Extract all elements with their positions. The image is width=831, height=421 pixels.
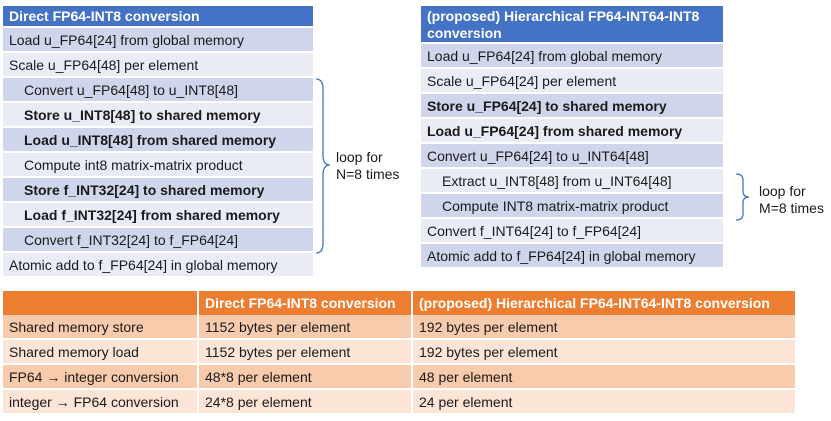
row-label: integer → FP64 conversion (3, 389, 199, 415)
hier-step-atomic-add: Atomic add to f_FP64[24] in global memor… (421, 244, 723, 269)
direct-step-load-int8: Load u_INT8[48] from shared memory (3, 128, 313, 153)
row-label: Shared memory store (3, 315, 199, 340)
left-loop-label-line1: loop for (336, 149, 383, 165)
direct-step-load-int32: Load f_INT32[24] from shared memory (3, 203, 313, 228)
hier-step-scale: Scale u_FP64[24] per element (421, 69, 723, 94)
hier-step-compute: Compute INT8 matrix-matrix product (421, 194, 723, 219)
hierarchical-value: 24 per element (412, 389, 797, 415)
hier-step-load: Load u_FP64[24] from global memory (421, 44, 723, 69)
direct-value: 24*8 per element (198, 389, 413, 415)
comparison-header-row: Direct FP64-INT8 conversion (proposed) H… (3, 291, 797, 315)
right-loop-label-line1: loop for (759, 183, 806, 199)
hierarchical-title-line2: conversion (427, 25, 502, 41)
hierarchical-value: 48 per element (412, 364, 797, 390)
hierarchical-value: 192 bytes per element (412, 315, 797, 340)
direct-step-store-int8: Store u_INT8[48] to shared memory (3, 103, 313, 128)
row-label: FP64 → integer conversion (3, 364, 199, 390)
direct-step-scale: Scale u_FP64[48] per element (3, 53, 313, 78)
right-loop-brace (735, 173, 750, 221)
table-row: Shared memory store 1152 bytes per eleme… (3, 315, 797, 340)
comparison-header-blank (3, 291, 199, 315)
direct-panel-title: Direct FP64-INT8 conversion (3, 6, 313, 28)
table-row: FP64 → integer conversion 48*8 per eleme… (3, 364, 797, 390)
direct-step-compute: Compute int8 matrix-matrix product (3, 153, 313, 178)
direct-conversion-panel: Direct FP64-INT8 conversion Load u_FP64[… (3, 6, 313, 278)
hierarchical-title-line1: (proposed) Hierarchical FP64-INT64-INT8 (427, 8, 700, 24)
hier-step-convert-int64: Convert u_FP64[24] to u_INT64[48] (421, 144, 723, 169)
direct-step-load: Load u_FP64[24] from global memory (3, 28, 313, 53)
hierarchical-panel-title: (proposed) Hierarchical FP64-INT64-INT8 … (421, 6, 723, 44)
direct-step-atomic-add: Atomic add to f_FP64[24] in global memor… (3, 253, 313, 278)
direct-step-store-int32: Store f_INT32[24] to shared memory (3, 178, 313, 203)
direct-value: 1152 bytes per element (198, 315, 413, 340)
direct-step-convert: Convert u_FP64[48] to u_INT8[48] (3, 78, 313, 103)
direct-value: 48*8 per element (198, 364, 413, 390)
direct-step-convert-back: Convert f_INT32[24] to f_FP64[24] (3, 228, 313, 253)
comparison-table: Direct FP64-INT8 conversion (proposed) H… (3, 291, 797, 415)
hierarchical-conversion-panel: (proposed) Hierarchical FP64-INT64-INT8 … (421, 6, 723, 269)
row-label: Shared memory load (3, 339, 199, 365)
table-row: Shared memory load 1152 bytes per elemen… (3, 339, 797, 365)
left-loop-brace (315, 78, 331, 254)
hier-step-convert-back: Convert f_INT64[24] to f_FP64[24] (421, 219, 723, 244)
comparison-header-hierarchical: (proposed) Hierarchical FP64-INT64-INT8 … (412, 291, 797, 315)
comparison-header-direct: Direct FP64-INT8 conversion (198, 291, 413, 315)
left-loop-label-line2: N=8 times (336, 166, 400, 182)
table-row: integer → FP64 conversion 24*8 per eleme… (3, 389, 797, 415)
hier-step-store-fp64: Store u_FP64[24] to shared memory (421, 94, 723, 119)
hier-step-load-fp64: Load u_FP64[24] from shared memory (421, 119, 723, 144)
hierarchical-value: 192 bytes per element (412, 339, 797, 365)
direct-value: 1152 bytes per element (198, 339, 413, 365)
hier-step-extract: Extract u_INT8[48] from u_INT64[48] (421, 169, 723, 194)
right-loop-label-line2: M=8 times (759, 200, 824, 216)
right-loop-label: loop for M=8 times (759, 183, 824, 217)
left-loop-label: loop for N=8 times (336, 149, 399, 183)
